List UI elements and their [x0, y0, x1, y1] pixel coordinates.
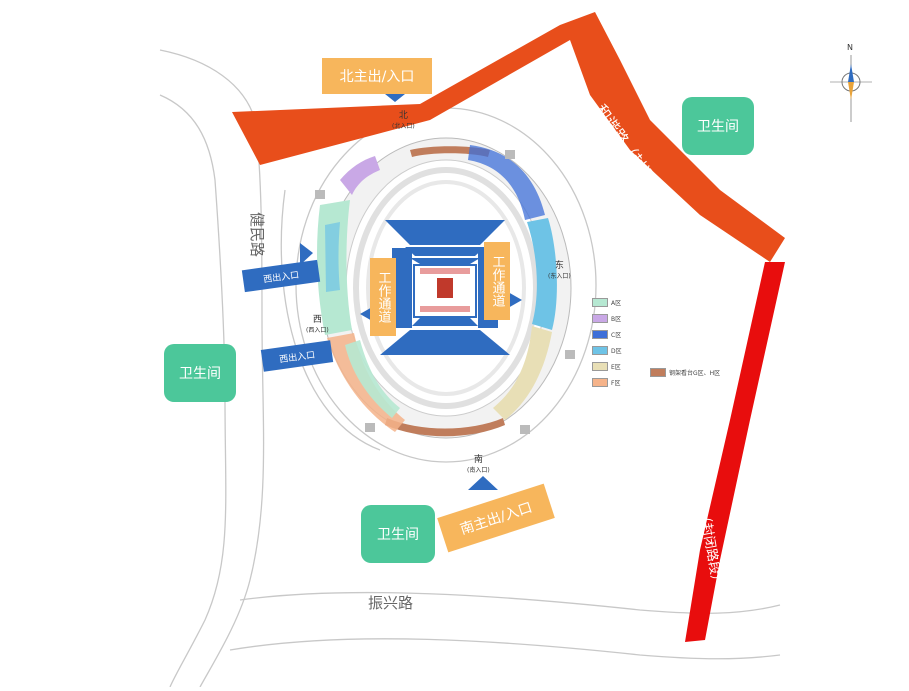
- legend-swatch: [592, 330, 608, 339]
- compass-icon: [830, 55, 872, 122]
- legend-swatch: [592, 362, 608, 371]
- toilet-east[interactable]: 卫生间: [682, 97, 754, 155]
- legend-label: E区: [611, 364, 621, 371]
- east-gate-label: 东 (东入口): [548, 258, 571, 280]
- grey-roads: [159, 49, 781, 688]
- legend-item: F区: [592, 378, 620, 387]
- east-gate-title: 东: [554, 261, 564, 271]
- work-passage-west: 工作通道: [370, 258, 396, 336]
- south-road-label: 振兴路: [368, 594, 414, 612]
- legend-swatch: [592, 346, 608, 355]
- west-gate-sub: (西入口): [306, 327, 329, 334]
- west-gate-title: 西: [312, 315, 322, 325]
- west-road-label: 健民路: [248, 212, 266, 258]
- legend-item: 钢架看台G区、H区: [650, 368, 720, 377]
- legend-label: A区: [611, 300, 622, 307]
- legend-label: B区: [611, 316, 622, 323]
- east-road: [685, 262, 785, 642]
- west-entry-label: 西出入口: [262, 270, 300, 285]
- north-road: [232, 12, 785, 262]
- legend-item: B区: [592, 314, 621, 323]
- work-passage-label: 工作通道: [375, 271, 391, 323]
- west-entry-label: 西出入口: [278, 350, 316, 365]
- legend-swatch: [592, 298, 608, 307]
- north-gate-label: 北 (北入口): [392, 108, 415, 130]
- legend-item: E区: [592, 362, 621, 371]
- north-gate-sub: (北入口): [392, 123, 415, 130]
- legend-label: C区: [611, 332, 622, 339]
- east-gate-sub: (东入口): [548, 273, 571, 280]
- legend-label: 钢架看台G区、H区: [669, 370, 721, 377]
- toilet-south[interactable]: 卫生间: [361, 505, 435, 563]
- compass-north-label: N: [847, 43, 853, 52]
- legend-item: A区: [592, 298, 621, 307]
- west-gate-label: 西 (西入口): [306, 312, 329, 334]
- south-gate-sub: (南入口): [467, 467, 490, 474]
- legend-item: D区: [592, 346, 622, 355]
- work-passage-east: 工作通道: [484, 242, 510, 320]
- legend-swatch: [592, 314, 608, 323]
- legend-swatch: [650, 368, 666, 377]
- south-gate-arrow: [468, 476, 498, 490]
- north-main-gate[interactable]: 北主出/入口: [322, 58, 432, 94]
- central-field: [380, 220, 510, 355]
- work-passage-label: 工作通道: [489, 255, 505, 307]
- toilet-west[interactable]: 卫生间: [164, 344, 236, 402]
- legend-label: D区: [611, 348, 622, 355]
- legend-swatch: [592, 378, 608, 387]
- north-gate-title: 北: [398, 111, 408, 121]
- south-gate-title: 南: [473, 455, 483, 465]
- south-gate-label: 南 (南入口): [467, 452, 490, 474]
- legend-label: F区: [611, 380, 621, 387]
- legend-item: C区: [592, 330, 621, 339]
